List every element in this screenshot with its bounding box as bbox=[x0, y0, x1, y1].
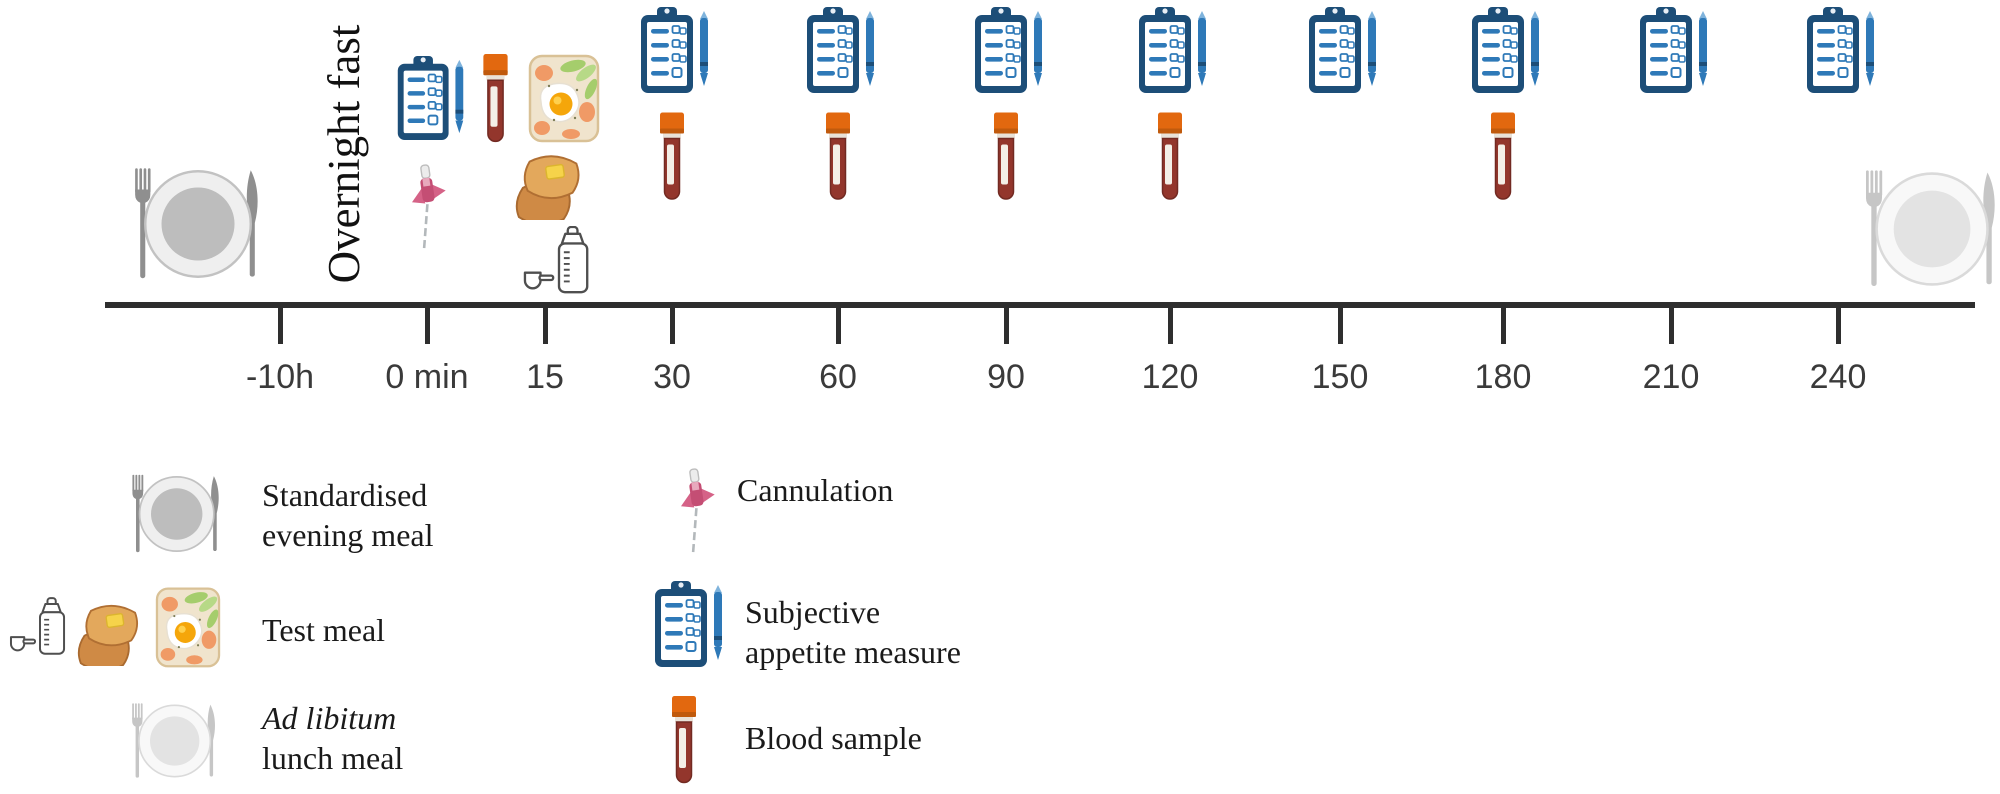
legend-ad-libitum-icon bbox=[126, 698, 222, 784]
blood-sample-icon bbox=[481, 53, 510, 149]
blood-sample-icon bbox=[1156, 111, 1184, 207]
appetite-measure-icon bbox=[974, 6, 1044, 94]
test-meal-shake-icon bbox=[518, 226, 600, 298]
tick-label-210: 210 bbox=[1642, 358, 1700, 396]
overnight-fast-label: Overnight fast bbox=[319, 24, 369, 284]
legend-blood-sample-label: Blood sample bbox=[745, 720, 922, 756]
blood-sample-icon bbox=[824, 111, 852, 207]
tick-label-180: 180 bbox=[1474, 358, 1532, 396]
legend-test-meal-label: Test meal bbox=[262, 612, 386, 648]
tick-mark-60 bbox=[835, 302, 841, 344]
appetite-measure-icon bbox=[396, 55, 466, 141]
legend-test-meal-toast-icon bbox=[76, 598, 150, 666]
appetite-measure-icon bbox=[1138, 6, 1208, 94]
evening-meal-plate-icon bbox=[126, 162, 268, 286]
tick-mark-90 bbox=[1003, 302, 1009, 344]
legend-test-meal-avocado-icon bbox=[152, 585, 224, 669]
test-meal-toast-icon bbox=[513, 148, 593, 220]
appetite-measure-icon bbox=[1308, 6, 1378, 94]
appetite-measure-icon bbox=[1471, 6, 1541, 94]
legend-blood-sample-icon bbox=[670, 694, 698, 791]
blood-sample-icon bbox=[658, 111, 686, 207]
tick-label--10h: -10h bbox=[245, 358, 315, 396]
legend-test-meal-shake-icon bbox=[6, 596, 74, 660]
cannulation-icon bbox=[407, 163, 449, 255]
tick-mark-210 bbox=[1668, 302, 1674, 344]
tick-mark-150 bbox=[1337, 302, 1343, 344]
legend-appetite-measure-label: Subjective appetite measure bbox=[745, 594, 961, 670]
tick-label-120: 120 bbox=[1141, 358, 1199, 396]
legend-evening-meal-icon bbox=[126, 470, 226, 558]
tick-label-90: 90 bbox=[987, 358, 1025, 396]
blood-sample-icon bbox=[1489, 111, 1517, 207]
tick-mark-120 bbox=[1167, 302, 1173, 344]
timeline-axis bbox=[105, 302, 1975, 308]
appetite-measure-icon bbox=[1639, 6, 1709, 94]
tick-mark-30 bbox=[669, 302, 675, 344]
appetite-measure-icon bbox=[1806, 6, 1876, 94]
blood-sample-icon bbox=[992, 111, 1020, 207]
tick-mark-15 bbox=[542, 302, 548, 344]
appetite-measure-icon bbox=[806, 6, 876, 94]
legend-appetite-measure-icon bbox=[652, 580, 726, 668]
ad-libitum-plate-icon bbox=[1856, 164, 2000, 294]
tick-mark--10h bbox=[277, 302, 283, 344]
legend-cannulation-icon bbox=[676, 468, 718, 558]
appetite-measure-icon bbox=[640, 6, 710, 94]
legend-evening-meal-label: Standardised evening meal bbox=[262, 477, 434, 553]
tick-mark-240 bbox=[1835, 302, 1841, 344]
tick-label-60: 60 bbox=[819, 358, 857, 396]
test-meal-avocado-toast-icon bbox=[527, 52, 601, 144]
tick-label-150: 150 bbox=[1311, 358, 1369, 396]
tick-label-15: 15 bbox=[526, 358, 564, 396]
legend-ad-libitum-label: Ad libitum lunch meal bbox=[262, 700, 404, 776]
legend-cannulation-label: Cannulation bbox=[737, 472, 894, 508]
tick-mark-0 min bbox=[424, 302, 430, 344]
tick-mark-180 bbox=[1500, 302, 1506, 344]
tick-label-0 min: 0 min bbox=[385, 358, 469, 396]
tick-label-240: 240 bbox=[1809, 358, 1867, 396]
tick-label-30: 30 bbox=[653, 358, 691, 396]
